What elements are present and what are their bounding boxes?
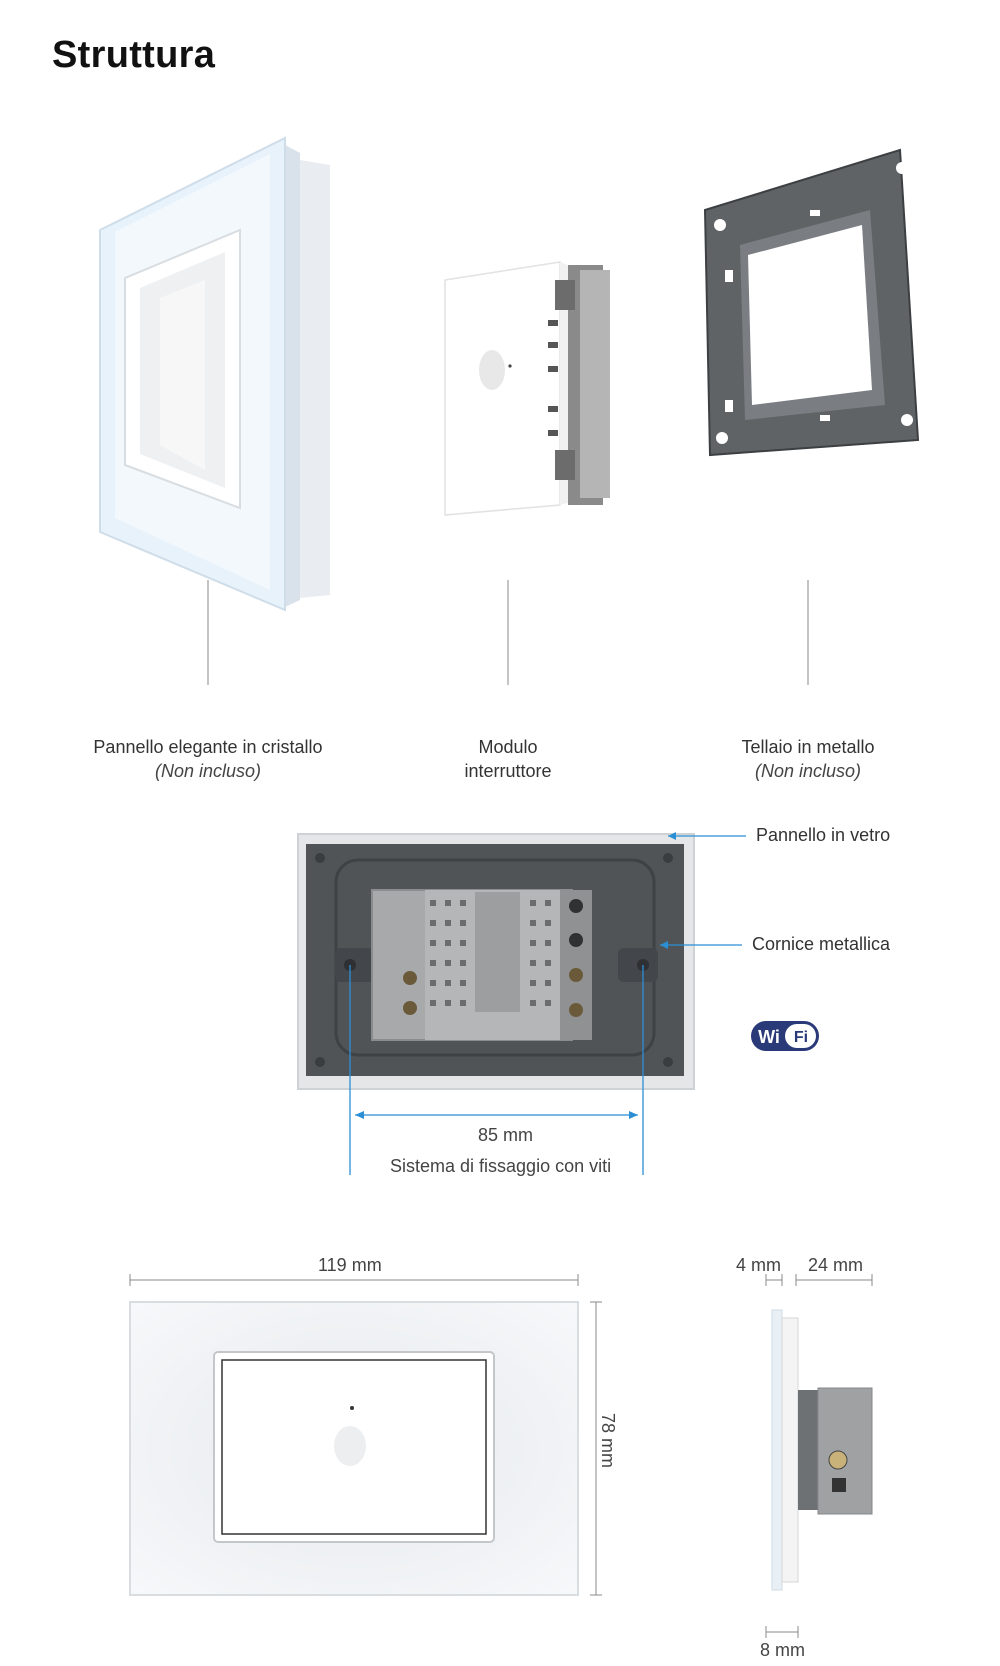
glass-depth-label: 4 mm	[736, 1255, 781, 1275]
height-label: 78 mm	[598, 1412, 619, 1469]
frame-depth-label: 8 mm	[760, 1640, 805, 1660]
module-depth-label: 24 mm	[808, 1255, 864, 1275]
page-title: Struttura	[52, 34, 216, 76]
caption-switch-module: Modulo interruttore	[464, 737, 552, 781]
glass-panel-image	[99, 136, 330, 612]
caption-glass-panel: Pannello elegante in cristallo (Non incl…	[93, 737, 323, 781]
svg-text:Wi: Wi	[758, 1027, 780, 1047]
switch-module-image	[444, 261, 610, 516]
callout-glass-panel: Pannello in vetro	[756, 825, 891, 845]
components-illustration	[99, 136, 920, 685]
width-label: 119 mm	[318, 1255, 382, 1275]
wifi-badge-icon: Wi Fi	[751, 1021, 819, 1051]
back-view-illustration	[297, 832, 746, 1175]
screw-system-label: Sistema di fissaggio con viti	[390, 1156, 612, 1176]
screw-distance-label: 85 mm	[478, 1125, 534, 1145]
svg-text:Fi: Fi	[794, 1029, 808, 1046]
caption-metal-frame: Tellaio in metallo (Non incluso)	[741, 737, 875, 781]
callout-metal-frame: Cornice metallica	[752, 934, 891, 954]
front-dimension-illustration	[129, 1274, 873, 1638]
metal-frame-image	[703, 148, 920, 457]
